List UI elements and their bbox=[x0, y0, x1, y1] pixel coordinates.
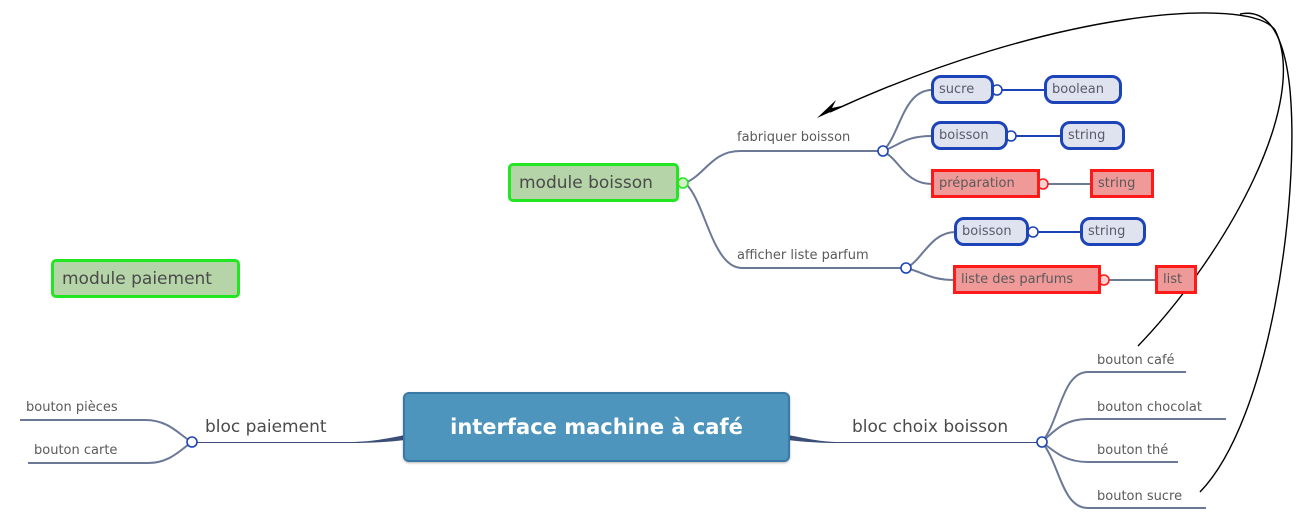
param-sucre-type-label: boolean bbox=[1052, 82, 1104, 97]
leaf-bouton-pieces[interactable]: bouton pièces bbox=[26, 400, 118, 415]
module-paiement-node[interactable]: module paiement bbox=[51, 259, 240, 298]
leaf-bouton-cafe[interactable]: bouton café bbox=[1097, 353, 1175, 368]
module-boisson-node[interactable]: module boisson bbox=[508, 163, 679, 202]
junction-fabriquer bbox=[877, 145, 889, 157]
connector-bouton-pieces bbox=[20, 419, 193, 443]
param-sucre-type[interactable]: boolean bbox=[1044, 75, 1122, 104]
function-fabriquer-boisson[interactable]: fabriquer boisson bbox=[737, 130, 851, 145]
function-afficher-liste-parfum[interactable]: afficher liste parfum bbox=[737, 248, 869, 263]
junction-bloc-paiement bbox=[186, 436, 198, 448]
root-label: interface machine à café bbox=[450, 415, 743, 439]
param-liste-type[interactable]: list bbox=[1155, 265, 1197, 294]
relation-arrowhead bbox=[817, 100, 846, 118]
leaf-bouton-the[interactable]: bouton thé bbox=[1097, 443, 1169, 458]
param-boisson-2[interactable]: boisson bbox=[954, 217, 1029, 246]
connector-param-preparation bbox=[882, 150, 933, 185]
param-liste-label: liste des parfums bbox=[961, 272, 1074, 287]
param-sucre-label: sucre bbox=[939, 82, 975, 97]
relation-bouton-cafe bbox=[829, 12, 1285, 347]
param-boisson-1-label: boisson bbox=[939, 128, 989, 143]
param-preparation[interactable]: préparation bbox=[931, 169, 1040, 198]
leaf-bouton-carte[interactable]: bouton carte bbox=[34, 443, 118, 458]
leaf-bouton-chocolat[interactable]: bouton chocolat bbox=[1097, 400, 1202, 415]
param-preparation-type-label: string bbox=[1098, 176, 1136, 191]
param-liste-type-label: list bbox=[1163, 272, 1183, 287]
junction-boisson-2 bbox=[1027, 226, 1039, 238]
connector-afficher-liste-parfum bbox=[684, 182, 906, 269]
root-right-connector bbox=[788, 435, 1042, 443]
param-preparation-type[interactable]: string bbox=[1090, 169, 1154, 198]
module-boisson-label: module boisson bbox=[519, 172, 653, 193]
connector-bouton-chocolat bbox=[1041, 418, 1226, 443]
leaf-bouton-sucre[interactable]: bouton sucre bbox=[1097, 489, 1183, 504]
connector-fabriquer-boisson bbox=[684, 150, 883, 184]
param-boisson-1-type[interactable]: string bbox=[1060, 121, 1125, 150]
branch-bloc-choix-boisson[interactable]: bloc choix boisson bbox=[852, 417, 1009, 437]
junction-module-boisson bbox=[677, 177, 689, 189]
param-preparation-label: préparation bbox=[939, 176, 1015, 191]
connector-bouton-sucre bbox=[1041, 441, 1206, 509]
junction-bloc-choix bbox=[1036, 436, 1048, 448]
root-node[interactable]: interface machine à café bbox=[403, 392, 790, 462]
param-boisson-1[interactable]: boisson bbox=[931, 121, 1008, 150]
module-paiement-label: module paiement bbox=[62, 268, 212, 289]
param-boisson-2-type[interactable]: string bbox=[1080, 217, 1146, 246]
branch-bloc-paiement[interactable]: bloc paiement bbox=[205, 417, 327, 437]
connector-bouton-cafe bbox=[1041, 371, 1186, 443]
param-boisson-1-type-label: string bbox=[1068, 128, 1106, 143]
root-left-connector bbox=[195, 435, 405, 443]
param-boisson-2-type-label: string bbox=[1088, 224, 1126, 239]
junction-afficher bbox=[900, 262, 912, 274]
param-liste-des-parfums[interactable]: liste des parfums bbox=[953, 265, 1101, 294]
param-sucre[interactable]: sucre bbox=[931, 75, 994, 104]
relation-bouton-sucre bbox=[1199, 12, 1293, 493]
connector-param-boisson-1 bbox=[882, 135, 933, 152]
param-boisson-2-label: boisson bbox=[962, 224, 1012, 239]
connector-param-boisson-2 bbox=[905, 231, 957, 269]
connector-param-sucre bbox=[882, 89, 933, 152]
connector-param-liste bbox=[905, 267, 956, 281]
